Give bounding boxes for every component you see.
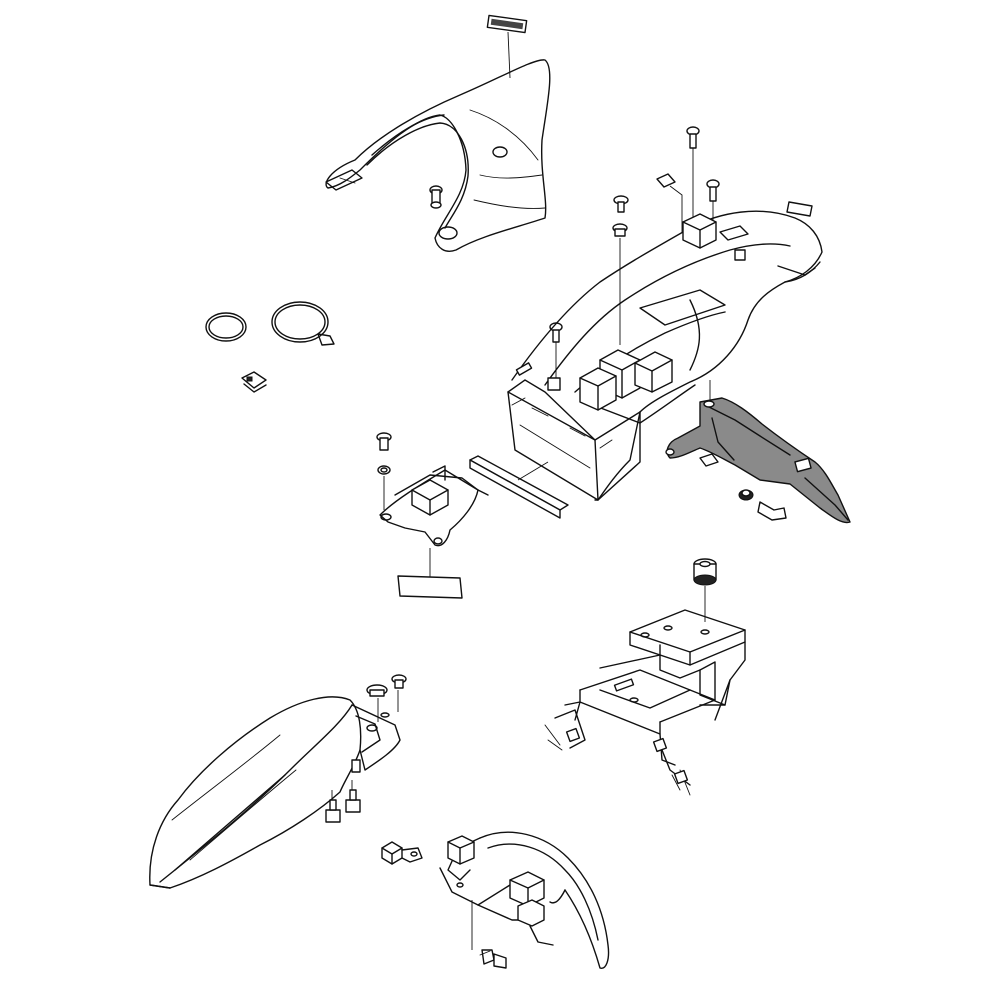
rear-fender-fasteners xyxy=(549,126,720,380)
rear-fender-inner-box xyxy=(507,210,823,501)
inner-front-fender xyxy=(439,831,610,969)
label-sticker xyxy=(486,14,528,79)
front-fender-fasteners xyxy=(325,674,407,823)
cowl-mount-bolt xyxy=(429,185,443,209)
flat-pad xyxy=(397,575,463,599)
tray-bracket xyxy=(376,432,489,580)
hose-clamp xyxy=(381,841,423,865)
rear-seat-cowl xyxy=(325,59,551,252)
license-plate-bracket xyxy=(665,397,851,524)
front-fender xyxy=(149,696,401,889)
grommet xyxy=(693,558,717,622)
speed-nut xyxy=(241,371,267,393)
frame-section xyxy=(544,609,746,796)
o-ring-large xyxy=(271,301,335,346)
foam-strip xyxy=(469,455,569,519)
small-sticker xyxy=(786,201,813,217)
o-ring-small xyxy=(205,312,247,342)
